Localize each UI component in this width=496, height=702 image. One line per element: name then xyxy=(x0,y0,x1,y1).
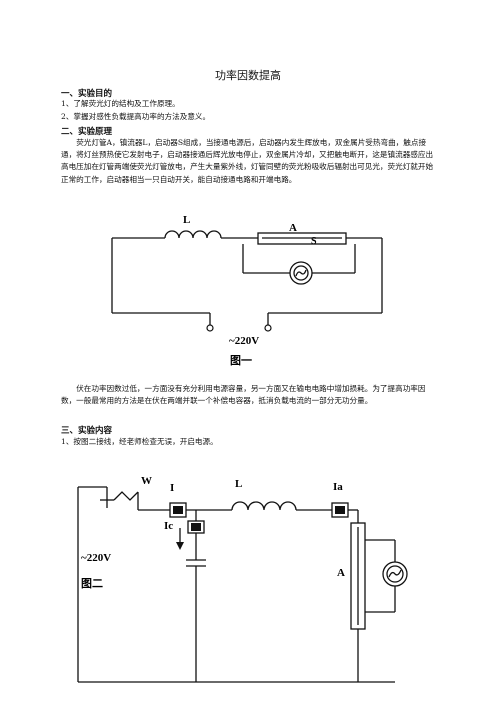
fig2-ballast-inductor xyxy=(231,501,297,511)
page-title: 功率因数提高 xyxy=(215,69,281,82)
fig1-label-S: S xyxy=(311,236,317,247)
fig2-label-L: L xyxy=(235,478,242,490)
fig1-label-L: L xyxy=(183,214,190,226)
section-3-heading: 三、实验内容 xyxy=(61,426,113,436)
fig1-label-A: A xyxy=(289,222,297,234)
section-1-heading: 一、实验目的 xyxy=(61,89,113,99)
fig2-caption: 图二 xyxy=(81,577,103,590)
section-2-paragraph: 荧光灯管A，镇流器L，启动器S组成，当接通电源后，启动器内发生辉放电，双金属片受… xyxy=(61,138,434,184)
fig1-terminal-right xyxy=(264,324,272,332)
fig2-current-meter-Ia xyxy=(331,502,349,518)
fig2-label-Ia: Ia xyxy=(333,481,343,493)
fig1-ballast-inductor xyxy=(164,230,222,239)
fig2-label-voltage: ~220V xyxy=(81,552,111,564)
fig2-wattmeter xyxy=(113,491,139,501)
fig2-label-Ic: Ic xyxy=(164,520,173,532)
section-1-item-1: 1、了解荧光灯的结构及工作原理。 xyxy=(61,99,180,108)
fig1-starter xyxy=(289,261,313,285)
fig1-terminal-left xyxy=(206,324,214,332)
fig2-label-A: A xyxy=(337,567,345,579)
section-3-item-1: 1、按图二接线，经老师检查无误，开启电源。 xyxy=(61,437,218,446)
fig2-label-W: W xyxy=(141,475,152,487)
section-1-item-2: 2、掌握对感性负载提高功率的方法及意义。 xyxy=(61,112,211,121)
section-2-heading: 二、实验原理 xyxy=(61,127,113,137)
fig2-label-I: I xyxy=(170,482,174,494)
fig1-caption: 图一 xyxy=(230,354,252,367)
fig1-label-voltage: ~220V xyxy=(229,335,259,347)
fig2-current-meter-I xyxy=(169,502,187,518)
paragraph-2: 伏在功率因数过低，一方面没有充分利用电源容量，另一方面又在输电电路中增加损耗。为… xyxy=(61,384,426,406)
